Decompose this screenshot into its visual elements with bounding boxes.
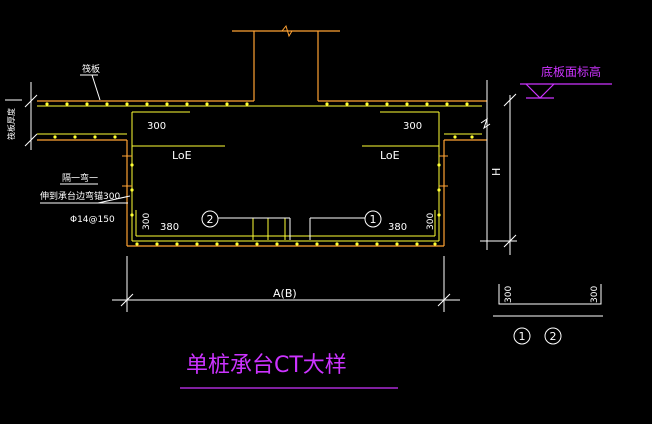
pile-cap-outline: [126, 140, 445, 247]
raft-slab-outline: [37, 100, 487, 141]
h-break-mark: [480, 117, 491, 130]
cap-stirrup-rebar: [131, 111, 440, 242]
slab-top-rebar: [37, 105, 482, 135]
loe-right: LoE: [380, 149, 400, 162]
slab-rebar-dots: [45, 102, 474, 246]
marker-circle-2: 2: [201, 210, 219, 228]
column-break-mark: [281, 24, 293, 38]
detail-marker-2-label: 2: [550, 330, 557, 343]
bottom-elev-label: 底板面标高: [541, 64, 601, 79]
marker-1-label: 1: [370, 213, 377, 226]
column-outline: [232, 30, 340, 101]
drawing-title: 单桩承台CT大样: [186, 353, 347, 378]
bottom-elev-symbol: [520, 83, 612, 99]
span-dimension: [112, 256, 460, 312]
h-label: H: [490, 168, 503, 176]
cap-edge-hooks: [122, 155, 448, 187]
cap-marker-leaders: [218, 217, 365, 240]
note-line-3: Φ14@150: [70, 215, 115, 225]
rebar-detail-shape: [493, 284, 603, 317]
h-dimension: [480, 80, 517, 255]
detail-marker-1: 1: [513, 327, 531, 345]
dim-300-vertical-left: 300: [142, 213, 152, 230]
detail-dim-300-left: 300: [504, 286, 514, 303]
dim-300-top-right: 300: [403, 121, 422, 132]
detail-marker-2: 2: [544, 327, 562, 345]
dim-300-top-left: 300: [147, 121, 166, 132]
marker-circle-1: 1: [364, 210, 382, 228]
top-slab-leader-tick: [91, 74, 101, 101]
slab-thickness-label: 筏板厚度: [6, 108, 16, 140]
note-line-2: 伸到承台边弯锚300: [40, 190, 120, 202]
dim-380-right: 380: [388, 222, 407, 233]
detail-marker-1-label: 1: [519, 330, 526, 343]
dim-300-vertical-right: 300: [426, 213, 436, 230]
dim-380-left: 380: [160, 222, 179, 233]
note-leader: [97, 195, 131, 204]
loe-left: LoE: [172, 149, 192, 162]
note-line-1: 隔一弯一: [62, 172, 98, 184]
slab-thickness-dimension: [24, 82, 38, 150]
detail-dim-300-right: 300: [590, 286, 600, 303]
span-label: A(B): [273, 287, 297, 300]
marker-2-label: 2: [207, 213, 214, 226]
top-slab-label: 筏板: [82, 63, 100, 75]
